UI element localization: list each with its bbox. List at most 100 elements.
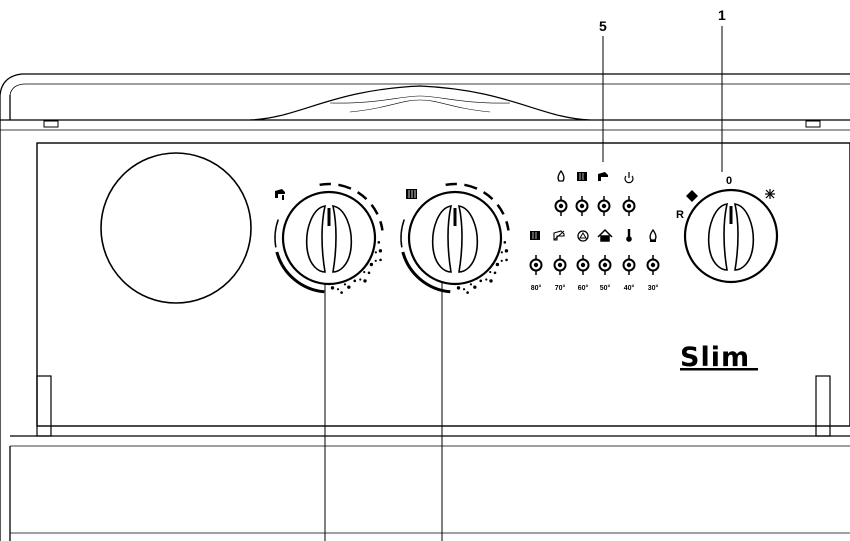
callout-number-5: 5 bbox=[599, 18, 607, 34]
power-icon bbox=[624, 172, 634, 184]
scale-dot bbox=[500, 259, 503, 262]
scale-dash bbox=[464, 183, 478, 190]
indicator-led-center bbox=[601, 203, 607, 209]
warning-triangle-icon bbox=[577, 230, 589, 242]
brand-logo: Slim bbox=[680, 342, 750, 373]
knob-grip-right bbox=[733, 203, 755, 271]
scale-arc-solid bbox=[401, 251, 451, 294]
indicator-led bbox=[554, 199, 568, 213]
scale-dot bbox=[363, 279, 367, 283]
scale-dot bbox=[377, 241, 381, 244]
indicator-led-center bbox=[557, 262, 563, 268]
control-panel-frame bbox=[36, 142, 850, 427]
scale-dot bbox=[489, 279, 493, 283]
scale-dot bbox=[469, 283, 473, 286]
knob-grip-left bbox=[431, 205, 453, 273]
sun-icon bbox=[765, 189, 775, 199]
indicator-led-center bbox=[626, 262, 632, 268]
scale-dot bbox=[499, 243, 502, 246]
selector-label-0: 0 bbox=[726, 175, 732, 187]
radiator-icon bbox=[530, 231, 540, 240]
scale-dot bbox=[365, 263, 368, 266]
temperature-label: 30° bbox=[648, 284, 659, 292]
scale-dot bbox=[349, 277, 352, 280]
scale-dot bbox=[504, 249, 509, 253]
radiator-icon bbox=[577, 172, 587, 181]
tap-icon bbox=[553, 230, 565, 241]
callout-number-1: 1 bbox=[718, 7, 726, 23]
scale-dot bbox=[479, 279, 483, 283]
scale-dash bbox=[496, 203, 505, 215]
indicator-led bbox=[622, 258, 636, 272]
scale-dot bbox=[328, 282, 331, 286]
scale-dot bbox=[489, 270, 492, 274]
scale-dot bbox=[495, 262, 500, 267]
knob-rim bbox=[407, 190, 503, 286]
temperature-label: 50° bbox=[600, 284, 611, 292]
scale-dot bbox=[374, 259, 377, 262]
scale-dot bbox=[343, 283, 347, 286]
scale-dot bbox=[363, 270, 366, 274]
scale-dash bbox=[445, 182, 457, 187]
scale-dot bbox=[340, 291, 343, 294]
indicator-led bbox=[529, 258, 543, 272]
brand-logo-underline bbox=[680, 368, 758, 371]
tap-icon bbox=[598, 172, 608, 181]
scale-dot bbox=[379, 258, 382, 262]
winter-mode-icon bbox=[686, 190, 698, 202]
house-icon bbox=[597, 228, 613, 242]
scale-dash bbox=[482, 191, 494, 201]
selector-label-r: R bbox=[676, 209, 684, 221]
indicator-led-center bbox=[626, 203, 632, 209]
indicator-led bbox=[575, 199, 589, 213]
scale-dot bbox=[353, 279, 357, 283]
indicator-led bbox=[553, 258, 567, 272]
scale-dot bbox=[473, 285, 477, 289]
indicator-led bbox=[598, 258, 612, 272]
indicator-led-center bbox=[580, 262, 586, 268]
knob-grip-right bbox=[331, 205, 353, 273]
thermometer-icon bbox=[626, 229, 632, 242]
temperature-label: 60° bbox=[578, 284, 589, 292]
scale-dot bbox=[485, 278, 488, 281]
scale-dash bbox=[505, 220, 510, 231]
scale-dash bbox=[356, 191, 368, 201]
temperature-led-row bbox=[529, 255, 660, 275]
indicator-led-center bbox=[533, 262, 539, 268]
scale-dot bbox=[462, 288, 466, 291]
scale-dot bbox=[505, 258, 508, 262]
indicator-led bbox=[597, 199, 611, 213]
tap-icon bbox=[275, 189, 285, 200]
indicator-led-center bbox=[558, 203, 564, 209]
indicator-led bbox=[622, 199, 636, 213]
scale-dot bbox=[373, 243, 376, 246]
scale-dot bbox=[336, 288, 340, 291]
scale-dot bbox=[367, 271, 371, 275]
heating-temperature-knob[interactable] bbox=[400, 182, 510, 294]
temperature-label: 40° bbox=[624, 284, 635, 292]
lid-handle[interactable] bbox=[249, 85, 591, 121]
indicator-led-center bbox=[602, 262, 608, 268]
knob-grip-left bbox=[707, 203, 729, 271]
flame-icon bbox=[557, 169, 565, 182]
scale-dot bbox=[500, 251, 503, 254]
knob-grip-right bbox=[457, 205, 479, 273]
scale-dot bbox=[493, 271, 497, 275]
temperature-indicator-group bbox=[530, 228, 657, 242]
scale-dot bbox=[475, 277, 478, 280]
hinge-clip-right bbox=[805, 120, 821, 128]
scale-dot bbox=[347, 285, 351, 289]
scale-dot bbox=[378, 249, 383, 253]
temperature-label: 70° bbox=[555, 284, 566, 292]
panel-foot-right bbox=[815, 375, 831, 437]
knob-rim bbox=[683, 188, 779, 284]
radiator-icon bbox=[406, 189, 417, 199]
scale-arc-thin bbox=[400, 219, 405, 248]
scale-dot bbox=[359, 278, 362, 281]
dhw-temperature-knob[interactable] bbox=[274, 182, 384, 294]
indicator-led-center bbox=[579, 203, 585, 209]
scale-dot bbox=[374, 251, 377, 254]
knob-grip-left bbox=[305, 205, 327, 273]
mode-selector-switch[interactable] bbox=[683, 188, 779, 284]
status-led-row bbox=[554, 196, 636, 216]
